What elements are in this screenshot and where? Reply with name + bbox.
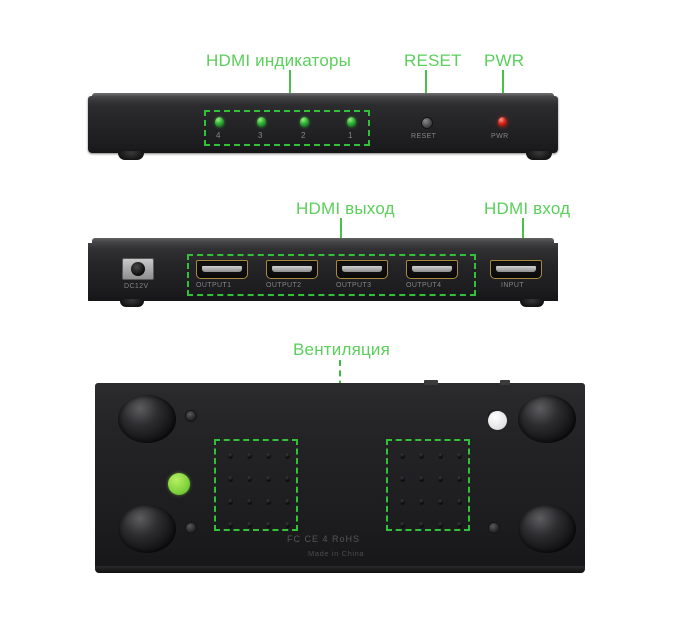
rubber-foot-top-left [118,395,176,443]
front-foot-left [118,151,144,160]
vent-hole [438,476,443,482]
rubber-foot-bottom-right [518,505,576,553]
hdmi-output-label-1: OUTPUT1 [196,282,232,289]
led-label-4: 4 [216,131,221,140]
vent-hole [285,453,290,459]
ventilation-grid-right [400,453,462,528]
led-indicator-2 [300,117,309,127]
screw-top-left [185,410,197,422]
vent-hole [400,499,405,505]
qc-sticker-green [168,473,190,495]
vent-hole [247,499,252,505]
screw-bottom-left [185,522,197,534]
ventilation-grid-left [228,453,290,528]
vent-hole [266,453,271,459]
reset-button[interactable] [421,117,433,129]
vent-hole [419,476,424,482]
vent-hole [438,453,443,459]
hdmi-output-port-2[interactable] [266,260,318,279]
vent-hole [285,476,290,482]
vent-hole [438,522,443,528]
serial-sticker-white [488,411,507,430]
vent-hole [247,453,252,459]
vent-hole [247,522,252,528]
vent-hole [247,476,252,482]
vent-hole [285,522,290,528]
reset-button-label: RESET [411,133,437,140]
vent-hole [419,499,424,505]
front-foot-right [526,151,552,160]
vent-hole [228,476,233,482]
led-label-3: 3 [258,131,263,140]
vent-hole [285,499,290,505]
vent-hole [400,522,405,528]
led-indicator-3 [257,117,266,127]
annotation-ventilation: Вентиляция [293,340,391,359]
vent-hole [419,522,424,528]
vent-hole [266,499,271,505]
dc-power-jack[interactable] [122,258,154,280]
hdmi-input-port[interactable] [490,260,542,279]
power-led [498,117,507,127]
hdmi-input-label: INPUT [501,282,524,289]
rubber-foot-top-right [518,395,576,443]
led-indicator-4 [215,117,224,127]
annotation-pwr: PWR [484,51,525,70]
annotation-hdmi-input: HDMI вход [484,199,571,218]
hdmi-output-label-4: OUTPUT4 [406,282,442,289]
vent-hole [400,453,405,459]
hdmi-output-label-3: OUTPUT3 [336,282,372,289]
bottom-notch-left [424,380,438,385]
vent-hole [457,499,462,505]
front-panel-body [88,96,558,153]
hdmi-output-port-1[interactable] [196,260,248,279]
rear-foot-right [520,299,544,307]
vent-hole [266,522,271,528]
hdmi-output-label-2: OUTPUT2 [266,282,302,289]
vent-hole [228,453,233,459]
vent-hole [228,499,233,505]
vent-hole [457,476,462,482]
dc-power-label: DC12V [124,283,149,290]
vent-hole [438,499,443,505]
vent-hole [228,522,233,528]
bottom-panel-bottom-edge [95,566,585,573]
hdmi-output-port-3[interactable] [336,260,388,279]
annotation-hdmi-output: HDMI выход [296,199,395,218]
vent-hole [457,453,462,459]
certification-marks: FC CE 4 RoHS [287,534,361,544]
rear-panel-top-edge [92,238,554,245]
led-label-2: 2 [301,131,306,140]
made-in-label: Made in China [308,549,365,558]
rubber-foot-bottom-left [118,505,176,553]
rear-foot-left [120,299,144,307]
leader-line-hdmi-indicators [289,70,291,108]
vent-hole [266,476,271,482]
led-indicator-1 [347,117,356,127]
vent-hole [457,522,462,528]
power-led-label: PWR [491,133,509,140]
annotation-hdmi-indicators: HDMI индикаторы [206,51,352,70]
led-label-1: 1 [348,131,353,140]
annotation-reset: RESET [404,51,462,70]
hdmi-output-port-4[interactable] [406,260,458,279]
screw-bottom-right [488,522,500,534]
bottom-notch-right [500,380,510,385]
vent-hole [400,476,405,482]
vent-hole [419,453,424,459]
rear-panel-body [88,243,558,301]
